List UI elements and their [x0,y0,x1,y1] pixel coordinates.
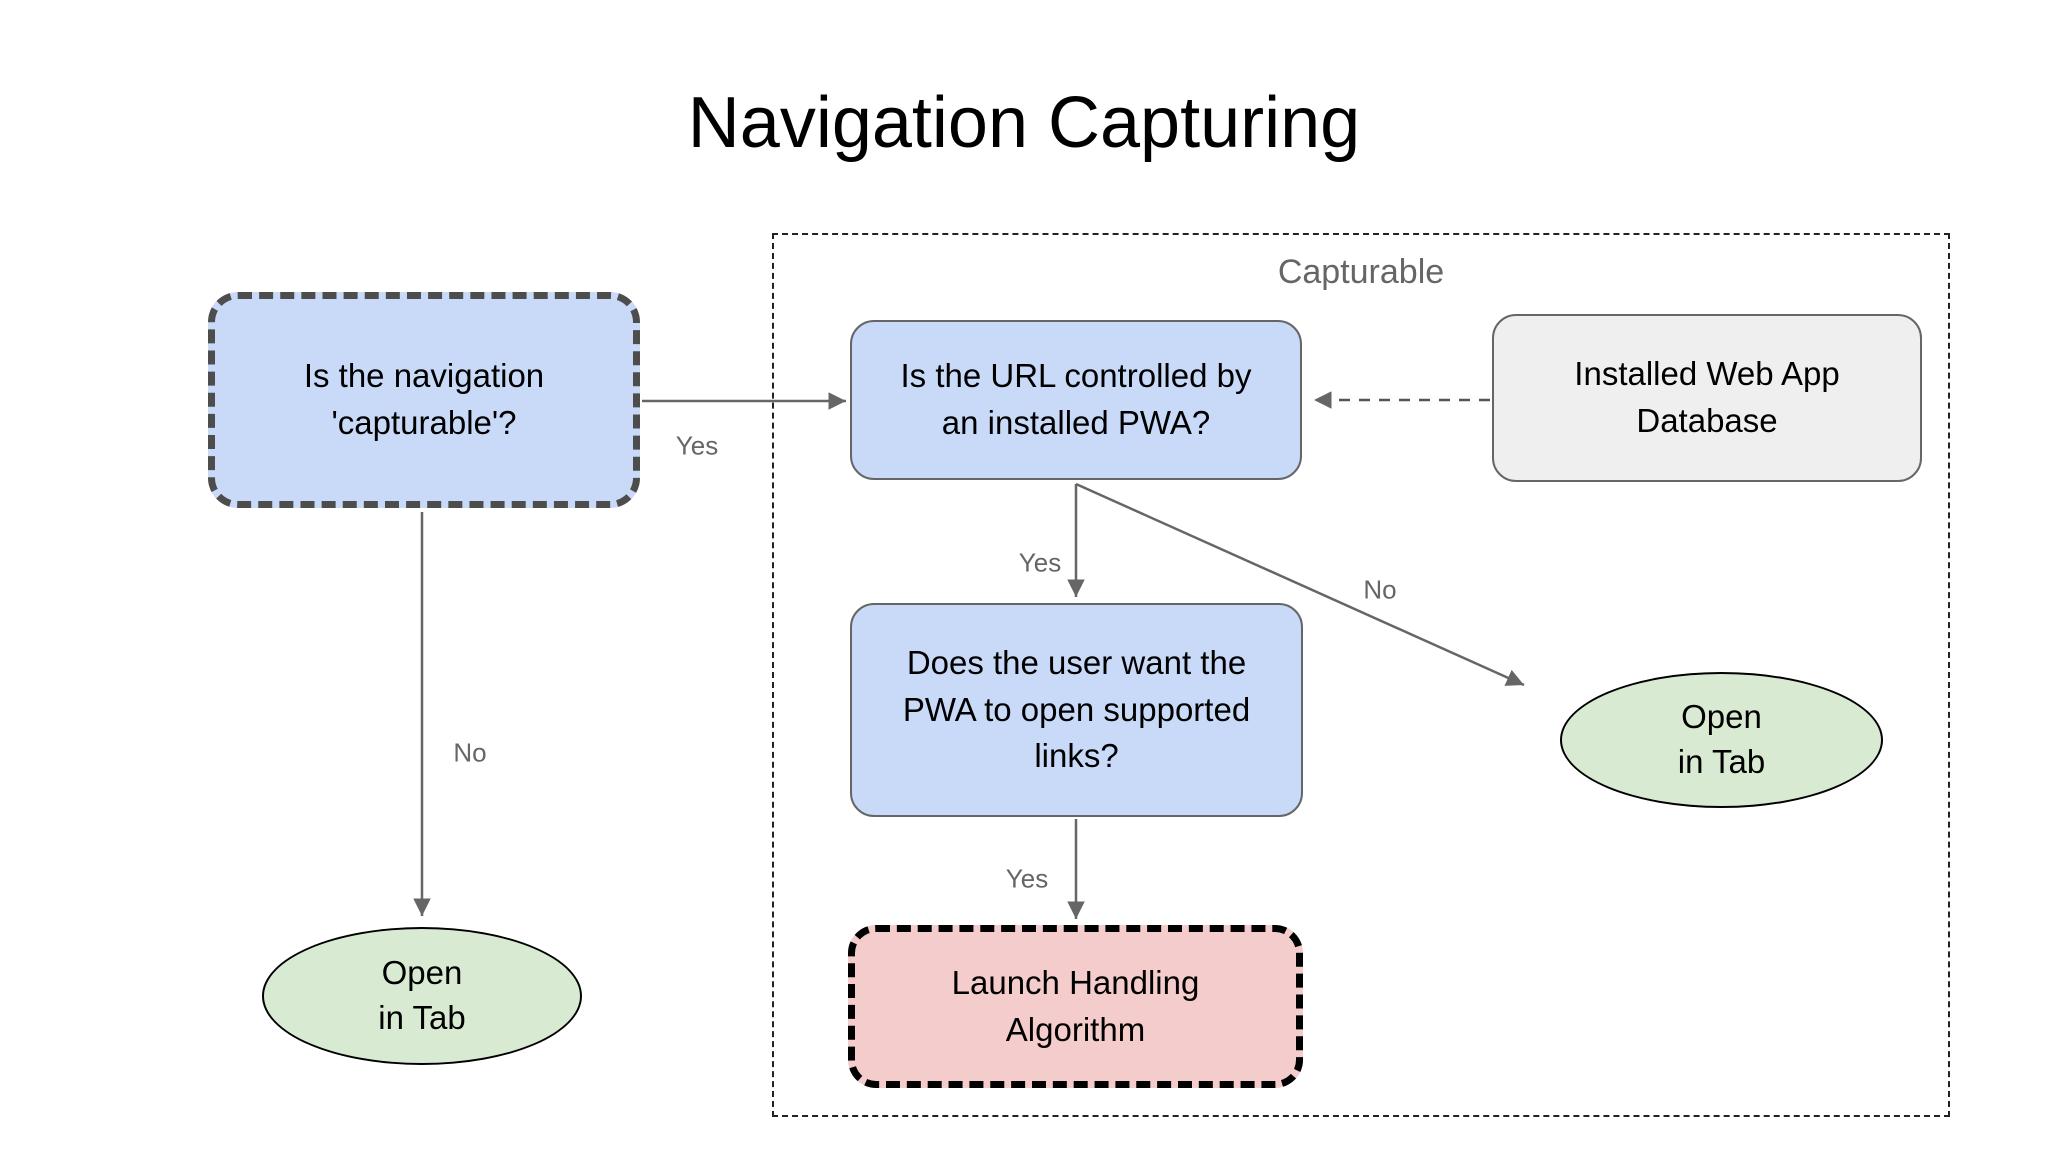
capturable-group-frame: Capturable [772,233,1950,1117]
node-installed-web-app-database: Installed Web App Database [1492,314,1922,482]
page-title: Navigation Capturing [687,83,1361,163]
node-launch-handling-algorithm: Launch Handling Algorithm [848,925,1303,1088]
capturable-group-label: Capturable [1277,253,1445,291]
node-is-navigation-capturable: Is the navigation 'capturable'? [208,292,640,508]
terminal-open-in-tab-left: Open in Tab [262,927,582,1065]
edge-label-user-yes: Yes [1005,863,1049,894]
edge-label-url-yes: Yes [1018,547,1062,578]
node-user-want-pwa-open-links: Does the user want the PWA to open suppo… [850,603,1303,817]
node-url-controlled-by-pwa: Is the URL controlled by an installed PW… [850,320,1302,480]
terminal-open-in-tab-right: Open in Tab [1560,672,1883,808]
edge-label-url-no: No [1363,574,1397,605]
edge-label-capturable-yes: Yes [675,430,719,461]
edge-label-capturable-no: No [453,737,487,768]
